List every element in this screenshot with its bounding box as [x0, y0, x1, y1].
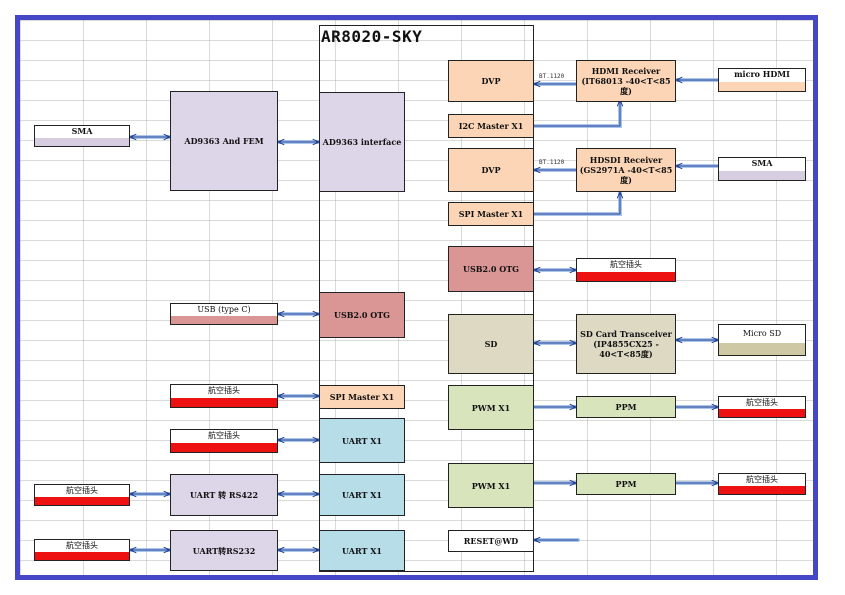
sma-connector-left-strip [35, 138, 129, 146]
uart-block-1: UART X1 [319, 418, 405, 463]
hdsdi-receiver-block: HDSDI Receiver (GS2971A -40<T<85度) [576, 148, 676, 192]
micro-sd-connector: Micro SD [718, 324, 806, 356]
micro-hdmi-label: micro HDMI [719, 69, 805, 83]
hangkong-connector-2-label: 航空插头 [171, 430, 277, 444]
uart-block-3: UART X1 [319, 530, 405, 571]
hangkong-connector-ppm2-label: 航空插头 [719, 474, 805, 486]
sma-connector-right-strip [719, 171, 805, 180]
bus-label-bt1120-a: BT.1120 [539, 73, 565, 80]
uart-rs232-block: UART转RS232 [170, 530, 278, 571]
hangkong-connector-usb: 航空插头 [576, 258, 676, 282]
dvp-block-1: DVP [448, 60, 534, 102]
sma-connector-right-label: SMA [719, 158, 805, 172]
hangkong-connector-ppm1: 航空插头 [718, 396, 806, 418]
reset-wd-block: RESET@WD [448, 530, 534, 552]
ppm-block-1: PPM [576, 396, 676, 418]
diagram-title: AR8020-SKY [321, 27, 423, 46]
diagram-frame [15, 15, 818, 580]
hangkong-connector-ppm2-strip [719, 486, 805, 494]
sma-connector-left-label: SMA [35, 126, 129, 138]
hangkong-connector-3-strip [35, 497, 129, 505]
hangkong-connector-usb-strip [577, 272, 675, 281]
usb-typec-connector: USB (type C) [170, 303, 278, 325]
sd-transceiver-block: SD Card Transceiver (IP4855CX25 - 40<T<8… [576, 314, 676, 374]
sma-connector-left: SMA [34, 125, 130, 147]
usb-otg-left-block: USB2.0 OTG [319, 292, 405, 338]
hangkong-connector-3: 航空插头 [34, 484, 130, 506]
pwm-block-2: PWM X1 [448, 463, 534, 508]
wire-spi-hdsdi [533, 192, 620, 215]
pwm-block-1: PWM X1 [448, 385, 534, 430]
micro-hdmi-connector: micro HDMI [718, 68, 806, 92]
uart-rs422-block: UART 转 RS422 [170, 474, 278, 516]
hangkong-connector-4-label: 航空插头 [35, 540, 129, 552]
ad9363-interface-block: AD9363 interface [319, 92, 405, 192]
ad9363-fem-block: AD9363 And FEM [170, 91, 278, 191]
hangkong-connector-1: 航空插头 [170, 384, 278, 408]
bus-label-bt1120-b: BT.1120 [539, 159, 565, 166]
hangkong-connector-ppm2: 航空插头 [718, 473, 806, 495]
i2c-master-block: I2C Master X1 [448, 114, 534, 138]
micro-hdmi-strip [719, 82, 805, 91]
hangkong-connector-4: 航空插头 [34, 539, 130, 561]
usb-typec-strip [171, 316, 277, 324]
dvp-block-2: DVP [448, 148, 534, 192]
usb-otg-right-block: USB2.0 OTG [448, 246, 534, 292]
hangkong-connector-2-strip [171, 443, 277, 452]
wire-i2c-hdmi [533, 100, 620, 127]
hangkong-connector-4-strip [35, 552, 129, 560]
uart-block-2: UART X1 [319, 474, 405, 516]
sd-block: SD [448, 314, 534, 374]
micro-sd-strip [719, 343, 805, 355]
hangkong-connector-ppm1-label: 航空插头 [719, 397, 805, 409]
hdmi-receiver-block: HDMI Receiver (IT68013 -40<T<85度) [576, 60, 676, 102]
micro-sd-label: Micro SD [719, 325, 805, 343]
sma-connector-right: SMA [718, 157, 806, 181]
hangkong-connector-usb-label: 航空插头 [577, 259, 675, 273]
hangkong-connector-1-strip [171, 398, 277, 407]
hangkong-connector-1-label: 航空插头 [171, 385, 277, 399]
hangkong-connector-3-label: 航空插头 [35, 485, 129, 497]
spi-master-right-block: SPI Master X1 [448, 202, 534, 226]
usb-typec-label: USB (type C) [171, 304, 277, 316]
spi-master-left-block: SPI Master X1 [319, 385, 405, 409]
ppm-block-2: PPM [576, 473, 676, 495]
hangkong-connector-ppm1-strip [719, 409, 805, 417]
hangkong-connector-2: 航空插头 [170, 429, 278, 453]
